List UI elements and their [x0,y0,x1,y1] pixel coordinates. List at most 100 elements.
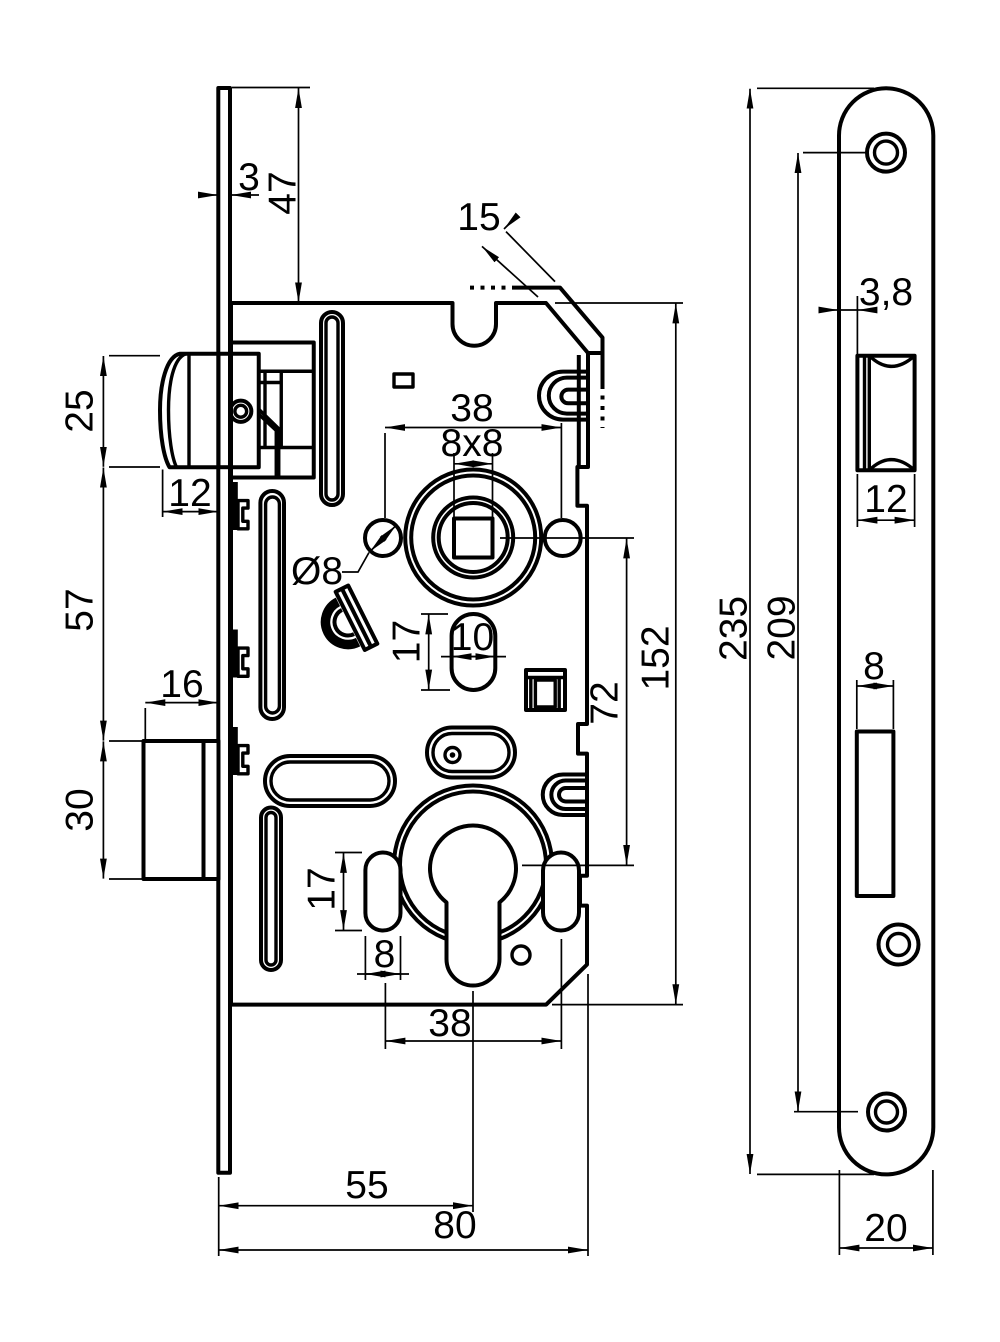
part-edge [236,743,250,776]
cylinder-pin-slot-left [363,850,403,933]
dim-plate-length-235: 235 [713,87,874,1176]
latch-bolt-face-line [166,352,187,468]
part-edge [258,489,286,721]
screw-hole-bottom [866,1091,907,1133]
part-edge [431,731,511,774]
dim-label: 3 [238,156,260,199]
plate-clip-middle [231,629,250,678]
part-edge [524,668,567,712]
dimension-line [369,524,397,553]
dim-case-depth-80: 80 [218,974,589,1256]
dim-latch-throw-12: 12 [161,469,219,517]
part-edge [332,608,355,638]
dim-latch-to-bolt-57: 57 [59,467,107,741]
dim-label: 8 [374,933,396,976]
latch-guide-lines [258,369,314,450]
dim-follower-pin-span-38: 38 [384,387,563,518]
edge-slot-lower [540,772,587,817]
part-edge [263,495,282,715]
part-edge [236,498,250,531]
half-moon-cam [320,583,380,652]
slot-ring-lower-left [259,805,283,972]
clip-bar [231,629,238,678]
cylinder-pin-slot-right [541,850,581,933]
dim-label: 17 [301,867,344,910]
part-edge [263,754,397,808]
clip-bar [449,752,456,758]
dimension-line [342,552,370,573]
dim-label: 20 [864,1207,907,1250]
dim-label: 38 [428,1002,471,1045]
dim-label: Ø8 [291,550,343,593]
dim-bolt-cutout-width-8: 8 [855,645,895,729]
dim-cylinder-pin-span-38: 38 [384,939,563,1049]
square-nut-detail [524,668,567,712]
faceplate-side-view [216,86,233,1175]
dim-label: 47 [262,171,305,214]
dim-label: 8 [863,645,885,688]
dim-label: 8x8 [441,422,504,465]
part-edge [533,678,557,709]
dim-label: 25 [59,389,102,432]
plate-clip-top [231,482,250,531]
dimension-line [505,231,556,283]
dim-slot-height-top-17: 17 [386,613,450,691]
dim-label: 72 [584,681,627,724]
part-edge [319,310,345,507]
bent-tab-edge [512,285,605,385]
dim-bolt-throw-16: 16 [144,663,219,741]
part-edge [320,597,361,650]
dim-follower-square-8x8: 8x8 [441,422,504,517]
dimensions: 3 47 15 25 12 57 [59,86,934,1256]
dim-label: 57 [59,588,102,631]
latch-spring-wire [257,408,281,477]
clip-bar [231,482,238,530]
dim-label: 38 [450,387,493,430]
lock-case-side-view [141,86,605,1175]
screw-hole-middle [876,922,921,967]
part-edge [324,315,340,502]
faceplate-front-view [837,86,936,1177]
pin-hole [510,944,532,966]
follower-square-hole [452,516,495,560]
dim-case-height-152: 152 [552,302,683,1006]
part-edge [264,810,278,967]
dim-plate-width-20: 20 [838,1170,934,1255]
dim-latch-cutout-width-12: 12 [856,474,916,527]
clip-bar [231,727,238,775]
dim-slot-width-bottom-8: 8 [357,933,409,980]
dim-centre-distance-72: 72 [500,537,634,867]
part-edge [259,805,283,972]
dim-label: 209 [761,595,804,660]
dim-screw-distance-209: 209 [761,151,867,1113]
deadbolt-tail-slot [263,754,397,808]
dim-top-to-case-47: 47 [232,86,310,303]
part-edge [873,1099,900,1125]
dim-backset-55: 55 [217,991,474,1256]
stud-slot-with-pin [425,725,517,780]
part-edge [885,931,912,958]
part-edge [269,760,391,802]
deadbolt [141,739,221,881]
dim-label: 17 [386,620,429,663]
stop-slot [449,612,498,692]
part-edge [854,729,896,898]
dim-label: 12 [168,472,211,515]
dimension-line [503,212,521,230]
part-edge [868,354,916,472]
dim-slot-height-bottom-17: 17 [301,851,362,932]
dim-label: 3,8 [859,271,913,314]
dim-label: 30 [59,788,102,831]
part-edge [340,587,373,648]
dim-latch-height-25: 25 [59,354,160,468]
dimension-line [481,245,539,298]
latch-cutout [855,353,917,473]
euro-profile-cutout [428,823,518,988]
part-edge [872,139,900,166]
dim-label: 152 [635,625,678,690]
dim-label: 15 [457,196,500,239]
dim-label: 55 [345,1164,388,1207]
dim-label: 12 [864,478,907,521]
